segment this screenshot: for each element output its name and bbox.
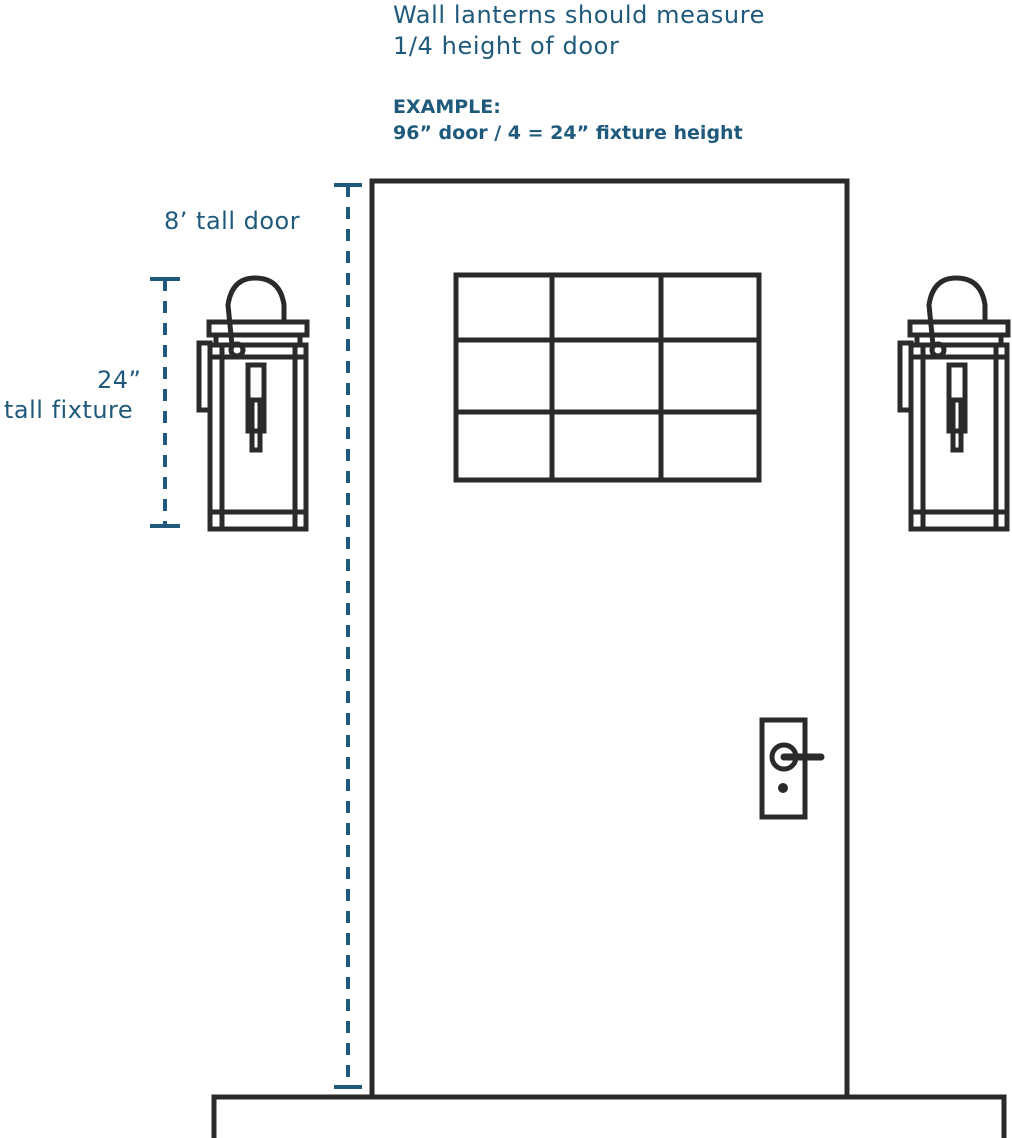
door [369,178,850,1100]
caption: Wall lanterns should measure 1/4 height … [393,0,765,62]
fixture-height-label-line-2: tall fixture [4,396,134,424]
example-formula: 96” door / 4 = 24” fixture height [393,122,743,144]
fixture-height-dimension [150,277,180,528]
door-handle [759,717,825,820]
caption-line-2: 1/4 height of door [393,32,620,60]
door-height-label: 8’ tall door [164,207,301,235]
door-window [453,272,762,483]
floor-step [211,1094,1007,1138]
right-wall-lantern [897,275,1011,532]
door-height-dimension [334,183,362,1089]
example-heading: EXAMPLE: [393,96,501,118]
example-block: EXAMPLE: 96” door / 4 = 24” fixture heig… [393,94,743,146]
left-wall-lantern [196,275,310,532]
fixture-height-label-line-1: 24” [97,366,142,394]
caption-line-1: Wall lanterns should measure [393,1,766,29]
